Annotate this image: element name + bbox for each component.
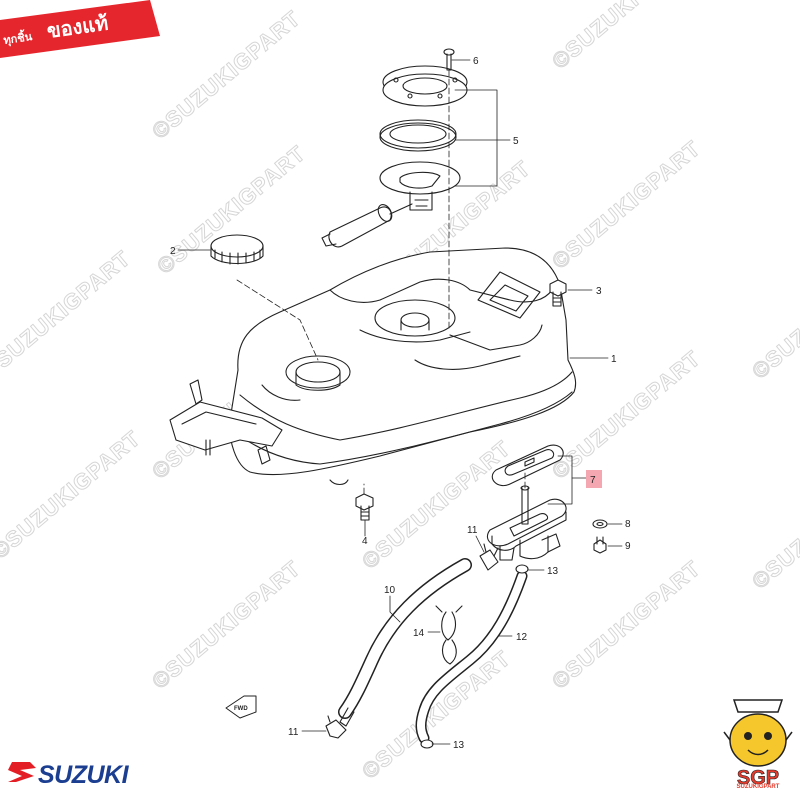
watermark: ©SUZUKIGPART xyxy=(0,245,135,383)
callout-6: 6 xyxy=(473,56,479,67)
fwd-arrow xyxy=(225,695,257,719)
brand-name: SUZUKI xyxy=(38,761,129,789)
callout-10: 10 xyxy=(384,585,396,596)
bolt-part-3 xyxy=(549,279,567,307)
watermark: ©SUZUKIGPART xyxy=(147,555,305,693)
genuine-badge: ทุกชิ้น ของแท้ xyxy=(0,0,160,58)
callout-7: 7 xyxy=(590,475,596,486)
fuel-cock xyxy=(486,485,567,561)
screw-part-6 xyxy=(443,48,455,71)
callout-12: 12 xyxy=(516,632,528,643)
fwd-label: FWD xyxy=(234,706,248,712)
mascot-logo: SGP xyxy=(723,699,793,789)
watermark: ©SUZUKIGPART xyxy=(152,140,310,278)
callout-1: 1 xyxy=(611,354,617,365)
callout-labels: 6 5 2 3 1 7 8 9 4 11 13 10 12 14 11 13 xyxy=(170,56,631,751)
highlight-box xyxy=(586,470,602,488)
watermark: ©SUZUKIGPART xyxy=(747,455,800,593)
callout-11-upper: 11 xyxy=(467,525,478,536)
watermark: ©SUZUKIGPART xyxy=(0,425,145,563)
assembly-lines xyxy=(236,69,526,495)
vacuum-hose-12 xyxy=(415,570,528,744)
hose-clamp-11b xyxy=(325,715,347,739)
callout-14: 14 xyxy=(413,628,425,639)
screw-part-9 xyxy=(593,536,607,554)
hose-clamp-11a xyxy=(479,543,499,571)
watermark: ©SUZUKIGPART xyxy=(547,135,705,273)
watermark: ©SUZUKIGPART xyxy=(147,5,305,143)
fuel-tank xyxy=(169,247,577,486)
callout-13-upper: 13 xyxy=(547,566,559,577)
watermark: ©SUZUKIGPART xyxy=(547,555,705,693)
callout-4: 4 xyxy=(362,536,368,547)
hose-clamp-14 xyxy=(435,605,463,665)
callout-9: 9 xyxy=(625,541,631,552)
callout-8: 8 xyxy=(625,519,631,530)
fuel-cap xyxy=(210,234,264,265)
mascot-caption: SUZUKIGPART xyxy=(736,784,780,790)
bolt-part-4 xyxy=(355,493,374,521)
pump-gasket xyxy=(379,119,457,152)
suzuki-logo-icon xyxy=(8,762,36,782)
washer-part-8 xyxy=(592,519,608,529)
callout-13-lower: 13 xyxy=(453,740,465,751)
callout-3: 3 xyxy=(596,286,602,297)
pump-cover-plate xyxy=(382,65,468,107)
hose-clip-13b xyxy=(420,739,434,749)
hose-clip-13a xyxy=(515,564,529,574)
watermark: ©SUZUKIGPART xyxy=(357,645,515,783)
mascot-label: SGP xyxy=(737,767,779,789)
watermark: ©SUZUKIGPART xyxy=(747,245,800,383)
fuel-hose-10 xyxy=(338,558,472,727)
callout-5: 5 xyxy=(513,136,519,147)
leader-lines xyxy=(177,59,623,745)
watermark: ©SUZUKIGPART xyxy=(547,0,705,74)
fuel-cock-gasket xyxy=(491,444,564,487)
callout-11-lower: 11 xyxy=(288,727,299,738)
callout-2: 2 xyxy=(170,246,176,257)
fuel-pump-assembly xyxy=(321,161,461,248)
